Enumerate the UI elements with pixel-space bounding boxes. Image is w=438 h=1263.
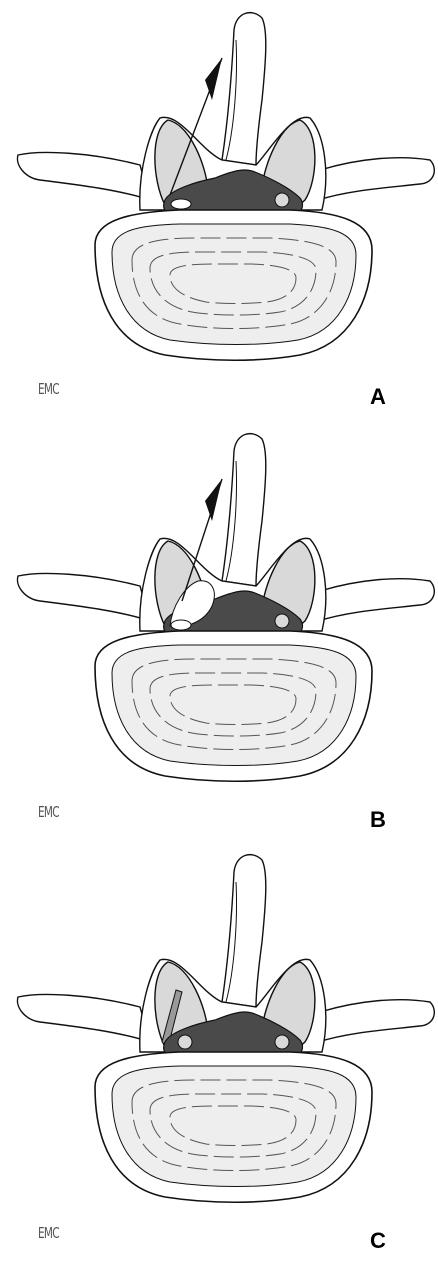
panel-a: EMC A xyxy=(0,0,438,421)
transverse-process-right xyxy=(318,579,434,621)
spinous-process xyxy=(222,13,266,165)
spinous-process xyxy=(222,434,266,586)
nerve-root-left xyxy=(171,199,191,209)
needle-arrow xyxy=(205,58,222,100)
spinous-process xyxy=(222,855,266,1007)
transverse-process-left xyxy=(17,994,150,1042)
transverse-process-left xyxy=(17,152,150,200)
vertebra-diagram-a xyxy=(0,0,438,421)
nerve-root-right xyxy=(275,193,289,207)
disc xyxy=(112,1066,356,1187)
panel-b: EMC B xyxy=(0,421,438,842)
needle-arrow xyxy=(205,479,222,521)
nerve-root-right xyxy=(275,614,289,628)
disc xyxy=(112,224,356,345)
publisher-logo: EMC xyxy=(38,1224,59,1242)
nerve-root-left xyxy=(178,1035,192,1049)
disc xyxy=(112,645,356,766)
nerve-root-right xyxy=(275,1035,289,1049)
publisher-logo: EMC xyxy=(38,803,59,821)
transverse-process-left xyxy=(17,573,150,621)
panel-label: C xyxy=(370,1228,386,1254)
panel-label: A xyxy=(370,384,386,410)
vertebra-diagram-c xyxy=(0,842,438,1263)
vertebra-diagram-b xyxy=(0,421,438,842)
transverse-process-right xyxy=(318,1000,434,1042)
publisher-logo: EMC xyxy=(38,380,59,398)
panel-c: EMC C xyxy=(0,842,438,1263)
nerve-root-left xyxy=(171,620,191,630)
transverse-process-right xyxy=(318,158,434,200)
panel-label: B xyxy=(370,807,386,833)
